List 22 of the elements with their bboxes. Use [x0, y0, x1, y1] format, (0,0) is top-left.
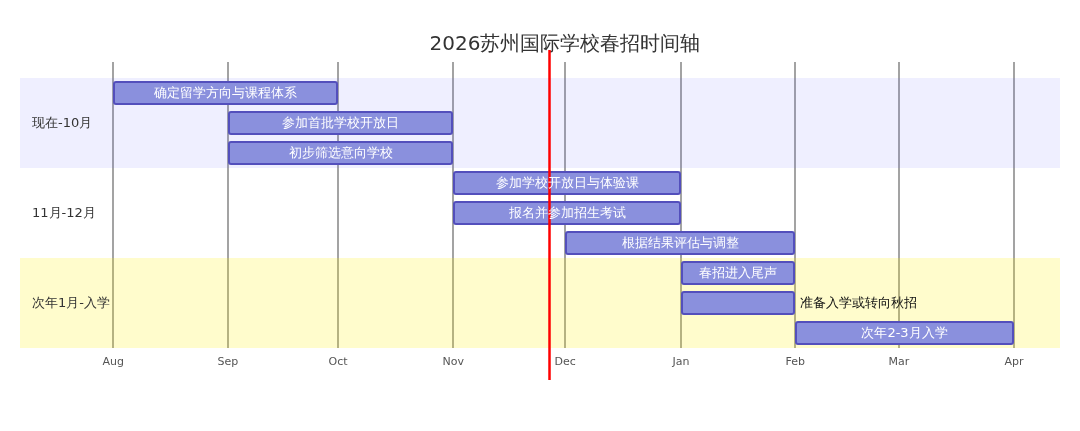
chart-title: 2026苏州国际学校春招时间轴	[429, 30, 701, 56]
axis-tick-label: Sep	[217, 355, 239, 369]
section-label: 次年1月-入学	[32, 295, 110, 311]
task-label: 根据结果评估与调整	[621, 235, 739, 251]
section-label: 11月-12月	[32, 205, 96, 221]
task-label: 次年2-3月入学	[861, 325, 948, 341]
task-label: 参加首批学校开放日	[282, 115, 399, 131]
section-band	[20, 258, 1060, 348]
axis-tick-label: Dec	[554, 355, 576, 369]
task-label: 初步筛选意向学校	[288, 145, 393, 161]
axis-tick-label: Jan	[672, 355, 690, 369]
task-label: 准备入学或转向秋招	[800, 295, 917, 311]
axis-tick-label: Aug	[102, 355, 124, 369]
axis-tick-label: Feb	[785, 355, 805, 369]
section-label: 现在-10月	[32, 115, 93, 131]
axis-tick-label: Nov	[442, 355, 464, 369]
axis-tick-label: Apr	[1004, 355, 1024, 369]
task-label: 春招进入尾声	[699, 265, 777, 281]
task-label: 确定留学方向与课程体系	[154, 85, 297, 101]
axis-tick-label: Mar	[888, 355, 910, 369]
section-band	[20, 78, 1060, 168]
axis-tick-label: Oct	[328, 355, 348, 369]
